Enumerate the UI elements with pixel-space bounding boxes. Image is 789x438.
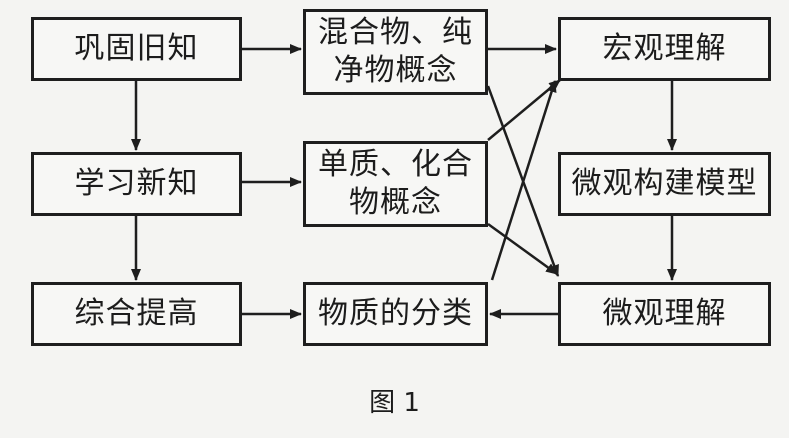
node-micro-model-building: 微观构建模型 [558, 152, 771, 216]
node-learn-new-knowledge: 学习新知 [31, 152, 242, 216]
node-classification-of-matter: 物质的分类 [303, 282, 488, 346]
node-micro-understanding: 微观理解 [558, 282, 771, 346]
arrow-element-compound-to-micro [487, 222, 558, 276]
node-label-line-2: 净物概念 [333, 53, 458, 88]
node-label: 宏观理解 [602, 31, 727, 66]
node-macro-understanding: 宏观理解 [558, 17, 771, 81]
node-label: 巩固旧知 [74, 31, 199, 66]
node-label: 物质的分类 [318, 296, 473, 331]
arrow-element-compound-to-macro [487, 79, 561, 141]
node-element-compound-concept: 单质、化合 物概念 [303, 141, 488, 227]
node-label: 学习新知 [74, 166, 199, 201]
node-label-line-1: 单质、化合 [318, 147, 473, 182]
node-consolidate-old-knowledge: 巩固旧知 [31, 17, 242, 81]
node-synthesize-improve: 综合提高 [31, 282, 242, 346]
arrow-classification-to-macro [490, 80, 557, 281]
figure-caption: 图 1 [369, 388, 420, 418]
node-label-line-2: 物概念 [349, 185, 442, 220]
node-label-line-1: 混合物、纯 [318, 15, 473, 50]
node-label: 综合提高 [74, 296, 199, 331]
node-mixture-pure-substance-concept: 混合物、纯 净物概念 [303, 9, 488, 95]
node-label: 微观构建模型 [571, 166, 758, 201]
node-label: 微观理解 [602, 296, 727, 331]
